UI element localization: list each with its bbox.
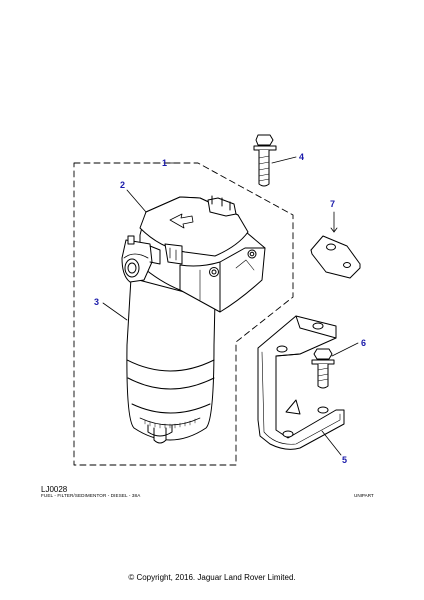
outlet-connector	[207, 197, 237, 217]
copyright-notice: © Copyright, 2016. Jaguar Land Rover Lim…	[128, 573, 296, 582]
bolt-lower	[311, 348, 335, 389]
callout-5: 5	[342, 455, 347, 465]
bolt-upper	[253, 134, 277, 187]
diagram-reference: LJ0028	[41, 485, 68, 494]
callout-7: 7	[330, 199, 335, 209]
flow-arrow-icon	[169, 213, 194, 229]
spacer-plate	[310, 235, 361, 279]
leader-lines	[102, 156, 359, 456]
fuel-filter-assembly	[121, 195, 266, 444]
callout-1: 1	[162, 158, 167, 168]
callout-2: 2	[120, 180, 125, 190]
mounting-bracket	[257, 315, 345, 450]
diagram-description: FUEL - FILTER/SEDIMENTOR - DIESEL - 38A	[41, 493, 141, 498]
callout-labels: 1 2 3 4 5 6 7	[94, 152, 366, 465]
callout-6: 6	[361, 338, 366, 348]
sensor-plug	[164, 243, 183, 265]
callout-3: 3	[94, 297, 99, 307]
filter-bowl	[126, 277, 216, 441]
brand-tag: UNIPART	[354, 493, 374, 498]
callout-4: 4	[299, 152, 304, 162]
assembly-boundary	[73, 162, 294, 466]
